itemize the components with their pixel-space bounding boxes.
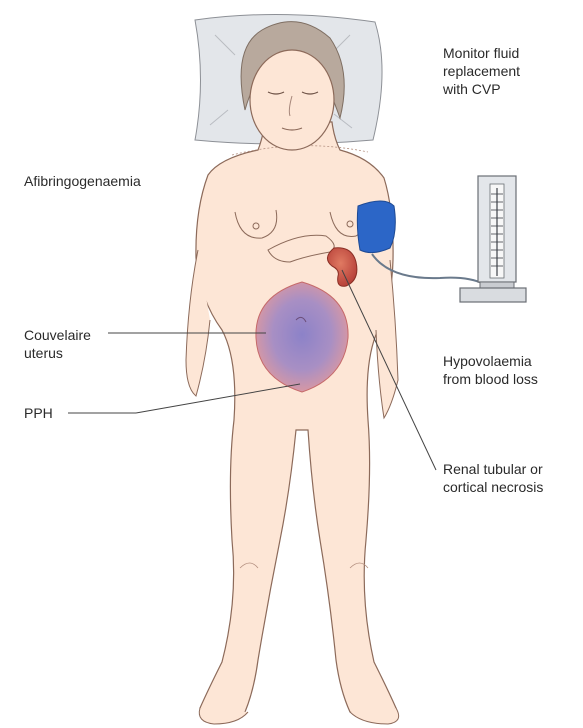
label-pph: PPH [24,404,53,422]
cvp-monitor [460,176,526,302]
label-couvelaire: Couvelaire uterus [24,326,91,362]
bp-cuff [357,201,395,253]
label-renal: Renal tubular or cortical necrosis [443,460,543,496]
label-hypovolaemia: Hypovolaemia from blood loss [443,352,538,388]
face [250,50,334,150]
label-monitor: Monitor fluid replacement with CVP [443,44,520,98]
label-afibrinogenaemia: Afibringogenaemia [24,172,141,190]
